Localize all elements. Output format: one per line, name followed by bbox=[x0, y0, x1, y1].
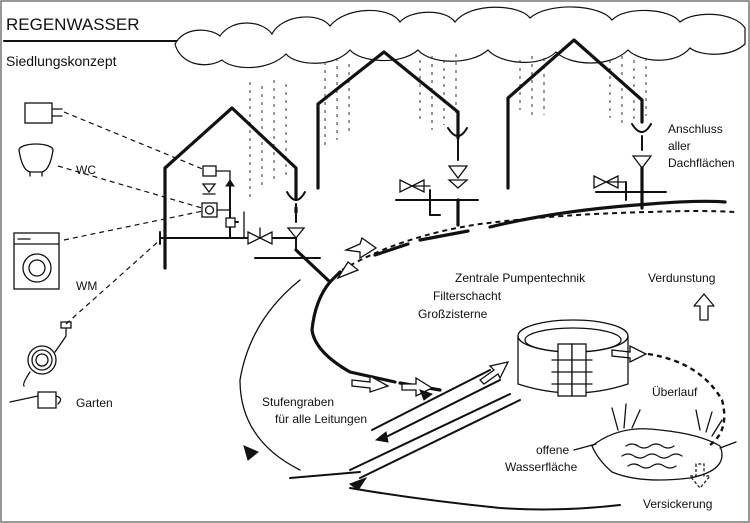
valve-icon bbox=[399, 178, 431, 194]
pond-icon bbox=[573, 403, 737, 481]
label-grosszisterne: Großzisterne bbox=[418, 307, 488, 321]
rain-lines bbox=[249, 54, 647, 200]
toilet-icon bbox=[18, 143, 54, 177]
supply-lines bbox=[57, 111, 206, 325]
label-anschluss-3: Dachflächen bbox=[668, 156, 735, 170]
valve-icon bbox=[593, 174, 627, 190]
label-filterschacht: Filterschacht bbox=[433, 289, 502, 303]
label-anschluss-2: aller bbox=[668, 139, 691, 153]
label-offene: offene bbox=[536, 443, 569, 457]
watering-can-icon bbox=[9, 391, 62, 409]
label-zentrale-pumpentechnik: Zentrale Pumpentechnik bbox=[455, 271, 586, 285]
house-internal-devices bbox=[201, 165, 231, 218]
washing-machine-icon bbox=[13, 232, 60, 290]
cloud-icon bbox=[174, 6, 746, 69]
label-verdunstung: Verdunstung bbox=[648, 271, 715, 285]
infiltration-arrow-icon bbox=[688, 463, 712, 489]
light-switch-icon bbox=[24, 102, 63, 124]
flow-arrows bbox=[336, 236, 648, 398]
cistern-icon bbox=[517, 319, 629, 397]
gutter-funnel-icon bbox=[286, 191, 306, 251]
label-wm: WM bbox=[76, 279, 97, 293]
evaporation-arrow-icon bbox=[693, 293, 715, 321]
label-versickerung: Versickerung bbox=[643, 497, 712, 511]
overflow-path bbox=[647, 352, 726, 446]
label-anschluss-1: Anschluss bbox=[668, 122, 723, 136]
label-ueberlauf: Überlauf bbox=[652, 385, 698, 399]
house-3 bbox=[506, 38, 644, 190]
trench-lines bbox=[239, 279, 621, 511]
label-fuer-alle-leitungen: für alle Leitungen bbox=[275, 412, 367, 426]
label-wc: WC bbox=[76, 163, 96, 177]
label-garten: Garten bbox=[76, 396, 113, 410]
valve-icon bbox=[247, 227, 273, 246]
collector-pipe-dashed bbox=[341, 210, 736, 271]
garden-hose-icon bbox=[22, 321, 72, 387]
diagram-title: REGENWASSER bbox=[6, 15, 140, 34]
house-2 bbox=[316, 50, 460, 190]
house-3-pipework bbox=[595, 181, 667, 201]
label-stufengraben: Stufengraben bbox=[262, 395, 334, 409]
gutter-funnel-icon bbox=[447, 127, 469, 189]
label-wasserflaeche: Wasserfläche bbox=[505, 460, 578, 474]
gutter-funnel-icon bbox=[631, 123, 653, 170]
house-2-pipework bbox=[395, 189, 479, 216]
diagram-subtitle: Siedlungskonzept bbox=[6, 53, 117, 69]
